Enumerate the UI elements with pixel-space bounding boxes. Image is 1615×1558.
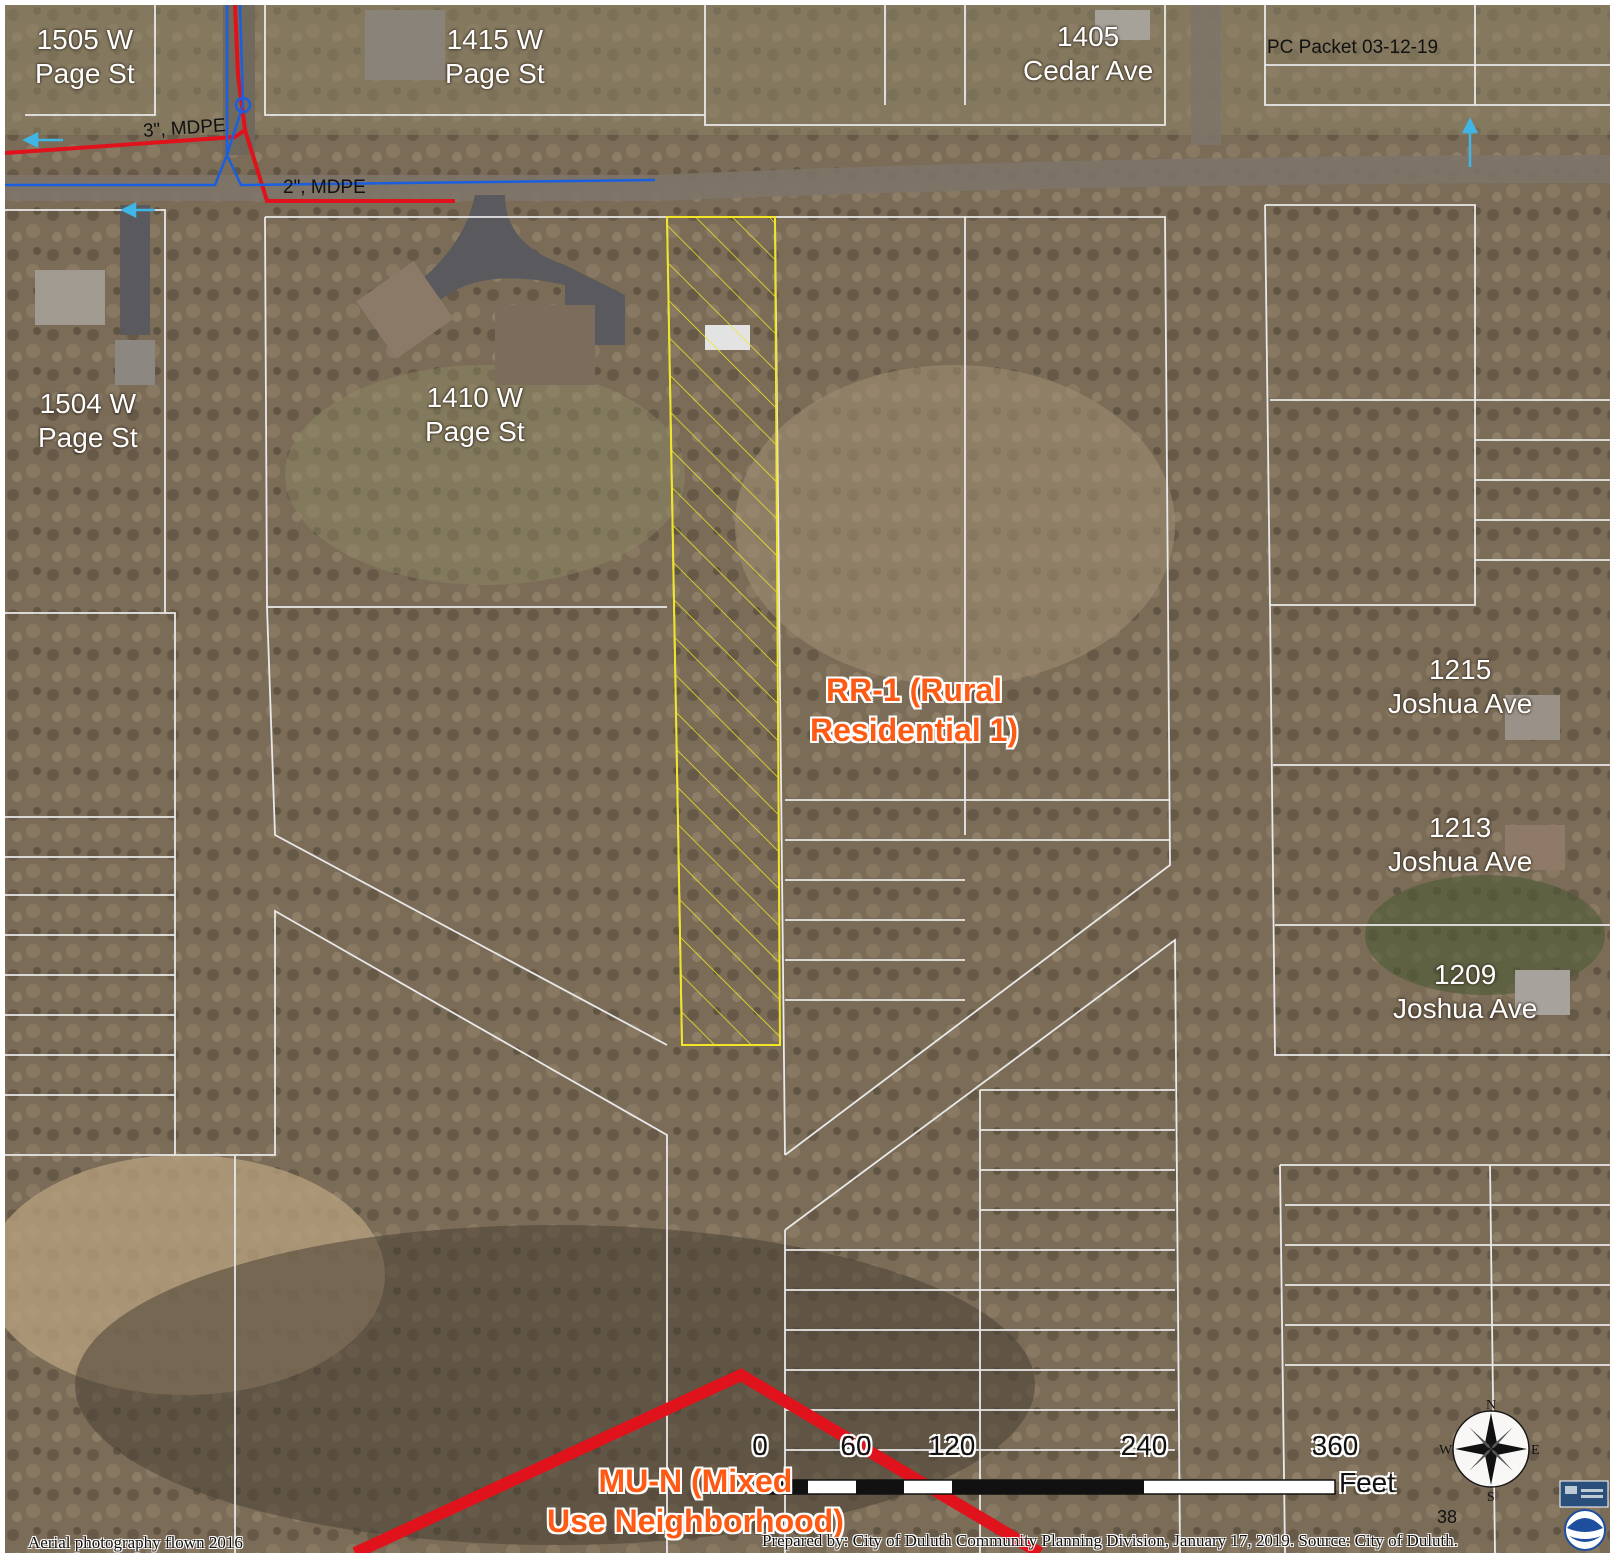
scale-tick-120: 120 <box>928 1430 976 1461</box>
address-line: Page St <box>38 422 138 453</box>
zone-line: MU-N (Mixed <box>598 1463 793 1499</box>
zone-line: Use Neighborhood) <box>547 1503 844 1539</box>
gas-mains <box>5 5 455 203</box>
cedar-ave-road <box>1191 5 1221 145</box>
building <box>365 10 445 80</box>
subject-parcel[interactable] <box>665 216 782 1046</box>
address-label-1505-w-page-st: 1505 W Page St <box>35 23 135 91</box>
packet-label: PC Packet 03-12-19 <box>1267 37 1439 58</box>
building <box>356 261 454 359</box>
building <box>115 340 155 385</box>
address-line: Page St <box>445 58 545 89</box>
page-st-road <box>5 155 1610 201</box>
green-yard <box>1365 875 1605 995</box>
compass-rose: N S E W <box>1439 1398 1540 1505</box>
aerial-note: Aerial photography flown 2016 <box>28 1533 243 1552</box>
scale-tick-360: 360 <box>1311 1430 1359 1461</box>
address-label-1215-joshua-ave: 1215 Joshua Ave <box>1388 653 1532 721</box>
page-number: 38 <box>1437 1507 1458 1527</box>
gas-main-2in-label: 2", MDPE <box>283 177 366 198</box>
address-line: Joshua Ave <box>1393 993 1538 1024</box>
address-line: 1504 W <box>39 388 137 419</box>
address-label-1504-w-page-st: 1504 W Page St <box>38 387 138 455</box>
north-yards <box>5 5 1610 135</box>
building <box>1515 970 1570 1015</box>
clearing <box>285 365 685 585</box>
building <box>495 305 595 385</box>
address-label-1410-w-page-st: 1410 W Page St <box>425 381 525 449</box>
scale-tick-0: 0 <box>752 1430 768 1461</box>
water-mains <box>5 5 656 187</box>
building <box>35 270 105 325</box>
flow-arrows <box>22 117 1479 219</box>
address-label-1415-w-page-st: 1415 W Page St <box>445 23 545 91</box>
address-label-1213-joshua-ave: 1213 Joshua Ave <box>1388 811 1532 879</box>
zone-line: Residential 1) <box>810 712 1019 748</box>
address-line: 1505 W <box>36 24 134 55</box>
address-line: Joshua Ave <box>1388 846 1533 877</box>
address-line: 1215 <box>1428 654 1492 685</box>
address-label-1405-cedar-ave: 1405 Cedar Ave <box>1023 20 1153 88</box>
noaa-logo <box>1564 1509 1606 1551</box>
address-line: Page St <box>35 58 135 89</box>
scale-bar <box>759 1479 1336 1495</box>
aerial-map[interactable]: N S E W <box>5 5 1610 1553</box>
dark-forest <box>75 1225 1035 1545</box>
address-label-1209-joshua-ave: 1209 Joshua Ave <box>1393 958 1537 1026</box>
address-line: 1410 W <box>426 382 524 413</box>
parcel-lines <box>5 5 1610 1553</box>
address-line: Joshua Ave <box>1388 688 1533 719</box>
compass-e: E <box>1531 1443 1540 1458</box>
building <box>1095 10 1150 40</box>
compass-s: S <box>1487 1490 1495 1505</box>
compass-n: N <box>1486 1398 1496 1413</box>
prepared-by-credit: Prepared by: City of Duluth Community Pl… <box>762 1531 1459 1550</box>
address-line: Page St <box>425 416 525 447</box>
clearing <box>735 365 1175 685</box>
address-line: 1213 <box>1428 812 1492 843</box>
building <box>1505 825 1565 870</box>
coastal-program-logo <box>1559 1480 1609 1508</box>
building <box>1505 695 1560 740</box>
map-frame: N S E W 1505 W Page St 1415 W Page St 14… <box>5 5 1610 1553</box>
address-line: Cedar Ave <box>1023 55 1154 86</box>
driveway-1504 <box>120 205 150 335</box>
scale-unit: Feet <box>1339 1467 1396 1498</box>
zone-label-mun: MU-N (Mixed Use Neighborhood) <box>547 1461 844 1541</box>
zone-line: RR-1 (Rural <box>826 672 1003 708</box>
scale-tick-60: 60 <box>840 1430 872 1461</box>
zone-label-rr1: RR-1 (Rural Residential 1) <box>810 670 1018 750</box>
scale-tick-240: 240 <box>1120 1430 1168 1461</box>
compass-w: W <box>1439 1443 1453 1458</box>
address-line: 1405 <box>1056 21 1120 52</box>
address-line: 1415 W <box>446 24 544 55</box>
address-line: 1209 <box>1433 959 1497 990</box>
